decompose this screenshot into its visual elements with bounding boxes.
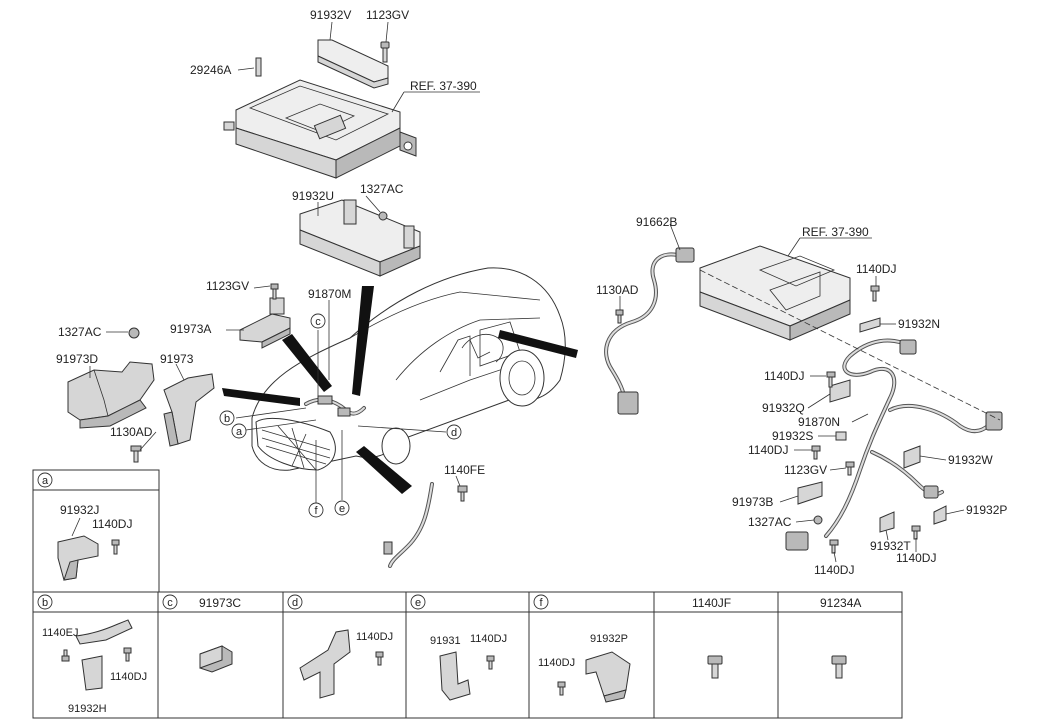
- label-29246A: 29246A: [190, 63, 231, 77]
- top-control-unit: [223, 39, 417, 179]
- callout-e: e: [339, 503, 345, 515]
- ground-cable: [383, 482, 468, 568]
- car-body: [251, 267, 566, 471]
- callout-circles: c b a d f e: [219, 313, 462, 518]
- label-1140DJ-r1: 1140DJ: [856, 262, 896, 276]
- callout-f: f: [314, 505, 318, 517]
- label-1130AD-left: 1130AD: [110, 425, 153, 439]
- detail-b-part2: 1140DJ: [110, 671, 147, 683]
- detail-cell-f: f 91932P 1140DJ: [533, 594, 631, 703]
- detail-cell-e: e 91931 1140DJ: [410, 594, 507, 701]
- label-91870M: 91870M: [308, 287, 351, 301]
- detail-f-part1: 91932P: [590, 633, 628, 645]
- label-1140DJ-r5: 1140DJ: [896, 551, 936, 565]
- bracket-91973: [130, 373, 215, 463]
- callout-b: b: [224, 413, 230, 425]
- callout-c: c: [315, 316, 321, 328]
- callout-d: d: [451, 427, 457, 439]
- pointer-arrows: [222, 286, 578, 494]
- label-91973A: 91973A: [170, 322, 211, 336]
- detail-c-letter: c: [167, 597, 173, 609]
- label-91932T: 91932T: [870, 539, 911, 553]
- label-91932U: 91932U: [292, 189, 334, 203]
- label-1327AC-right: 1327AC: [748, 515, 792, 529]
- part-labels: 91932V 1123GV 29246A REF. 37-390 91932U …: [56, 8, 1007, 577]
- detail-b-part3: 91932H: [68, 703, 107, 715]
- detail-row: b 1140EJ 1140DJ 91932H c 91973C d 1140DJ: [32, 591, 903, 719]
- detail-cell-c: c 91973C: [162, 594, 241, 673]
- detail-f-part2: 1140DJ: [538, 657, 575, 669]
- label-91973D: 91973D: [56, 352, 98, 366]
- label-91932W: 91932W: [948, 453, 993, 467]
- label-91932V: 91932V: [310, 8, 351, 22]
- label-1130AD-right: 1130AD: [596, 283, 639, 297]
- label-ref-right: REF. 37-390: [802, 225, 869, 239]
- label-1140DJ-r3: 1140DJ: [748, 443, 788, 457]
- label-1140FE: 1140FE: [444, 463, 485, 477]
- detail-cell-d: d 1140DJ: [287, 594, 393, 699]
- label-91932S: 91932S: [772, 429, 813, 443]
- detail-91234A-title: 91234A: [820, 596, 861, 610]
- detail-a-part2: 1140DJ: [92, 517, 132, 531]
- label-91973: 91973: [160, 352, 194, 366]
- label-91870N: 91870N: [798, 415, 840, 429]
- detail-cell-91234A: 91234A: [820, 596, 861, 679]
- detail-f-letter: f: [539, 597, 543, 609]
- label-1140DJ-r4: 1140DJ: [814, 563, 854, 577]
- detail-box-a: a 91932J 1140DJ: [32, 469, 160, 593]
- detail-e-part2: 1140DJ: [470, 633, 507, 645]
- label-1123GV-left: 1123GV: [206, 279, 249, 293]
- detail-1140JF-title: 1140JF: [692, 596, 731, 610]
- detail-d-part1: 1140DJ: [356, 631, 393, 643]
- label-91932P-right: 91932P: [966, 503, 1007, 517]
- label-91973B: 91973B: [732, 495, 773, 509]
- callout-a: a: [236, 426, 243, 438]
- harness-91662B: [604, 247, 695, 415]
- label-91932N: 91932N: [898, 317, 940, 331]
- detail-d-letter: d: [292, 597, 298, 609]
- label-1123GV-top: 1123GV: [366, 8, 409, 22]
- label-ref-top: REF. 37-390: [410, 79, 477, 93]
- label-1140DJ-r2: 1140DJ: [764, 369, 804, 383]
- detail-b-letter: b: [42, 597, 48, 609]
- label-91662B: 91662B: [636, 215, 677, 229]
- harness-91870N: [785, 285, 1003, 554]
- bracket-91973A: [239, 283, 291, 349]
- label-1123GV-right: 1123GV: [784, 463, 827, 477]
- detail-a-part1: 91932J: [60, 503, 99, 517]
- detail-cell-1140JF: 1140JF: [692, 596, 731, 679]
- detail-a-letter: a: [42, 475, 49, 487]
- detail-e-letter: e: [415, 597, 421, 609]
- bracket-91973D: [67, 327, 155, 429]
- detail-c-title: 91973C: [199, 596, 241, 610]
- label-1327AC-top: 1327AC: [360, 182, 404, 196]
- detail-cell-b: b 1140EJ 1140DJ 91932H: [37, 594, 147, 715]
- right-control-unit: [699, 245, 851, 341]
- detail-e-part1: 91931: [430, 635, 461, 647]
- leader-lines: [89, 21, 1001, 563]
- bracket-91932U: [299, 199, 421, 277]
- label-91932Q: 91932Q: [762, 401, 805, 415]
- label-1327AC-left: 1327AC: [58, 325, 102, 339]
- detail-b-part1: 1140EJ: [42, 627, 79, 639]
